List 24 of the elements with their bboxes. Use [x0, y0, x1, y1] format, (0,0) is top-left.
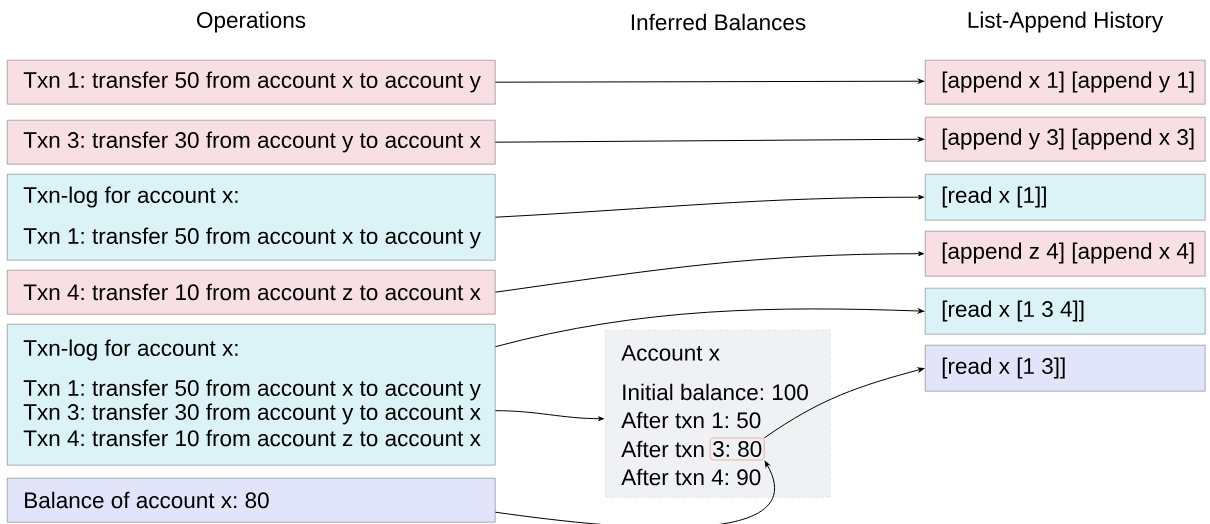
operation-box: Txn 4: transfer 10 from account z to account x — [7, 270, 496, 315]
arrow — [494, 78, 925, 84]
arrow — [494, 410, 605, 422]
arrow — [494, 136, 925, 143]
operation-box: Txn 3: transfer 30 from account y to account x — [7, 120, 496, 165]
arrow — [494, 251, 925, 293]
history-box: [read x [1 3]] — [925, 345, 1206, 392]
arrow — [494, 308, 925, 348]
txn-log-box: Txn-log for account x: Txn 1: transfer 50 from account x to account y Txn 3: transfer 30 from account y to account x Txn 4: transfer 10 from account z to account x — [7, 324, 496, 466]
arrow — [763, 367, 925, 439]
column-heading: List-Append History — [968, 11, 1164, 33]
history-box: [read x [1 3 4]] — [925, 288, 1206, 335]
arrow — [494, 460, 775, 524]
arrow — [494, 194, 925, 218]
history-box: [append x 1] [append y 1] — [925, 60, 1206, 105]
column-heading: Inferred Balances — [631, 13, 806, 31]
history-box: [append z 4] [append x 4] — [925, 231, 1206, 277]
history-box: [append y 3] [append x 3] — [925, 117, 1206, 162]
history-box: [read x [1]] — [925, 174, 1206, 221]
column-heading: Operations — [197, 11, 306, 33]
balance-box: Balance of account x: 80 — [7, 478, 496, 523]
txn-log-box: Txn-log for account x: Txn 1: transfer 50 from account x to account y — [7, 174, 496, 261]
highlight-box: 3: 80 — [710, 437, 765, 461]
operation-box: Txn 1: transfer 50 from account x to account y — [7, 60, 496, 105]
